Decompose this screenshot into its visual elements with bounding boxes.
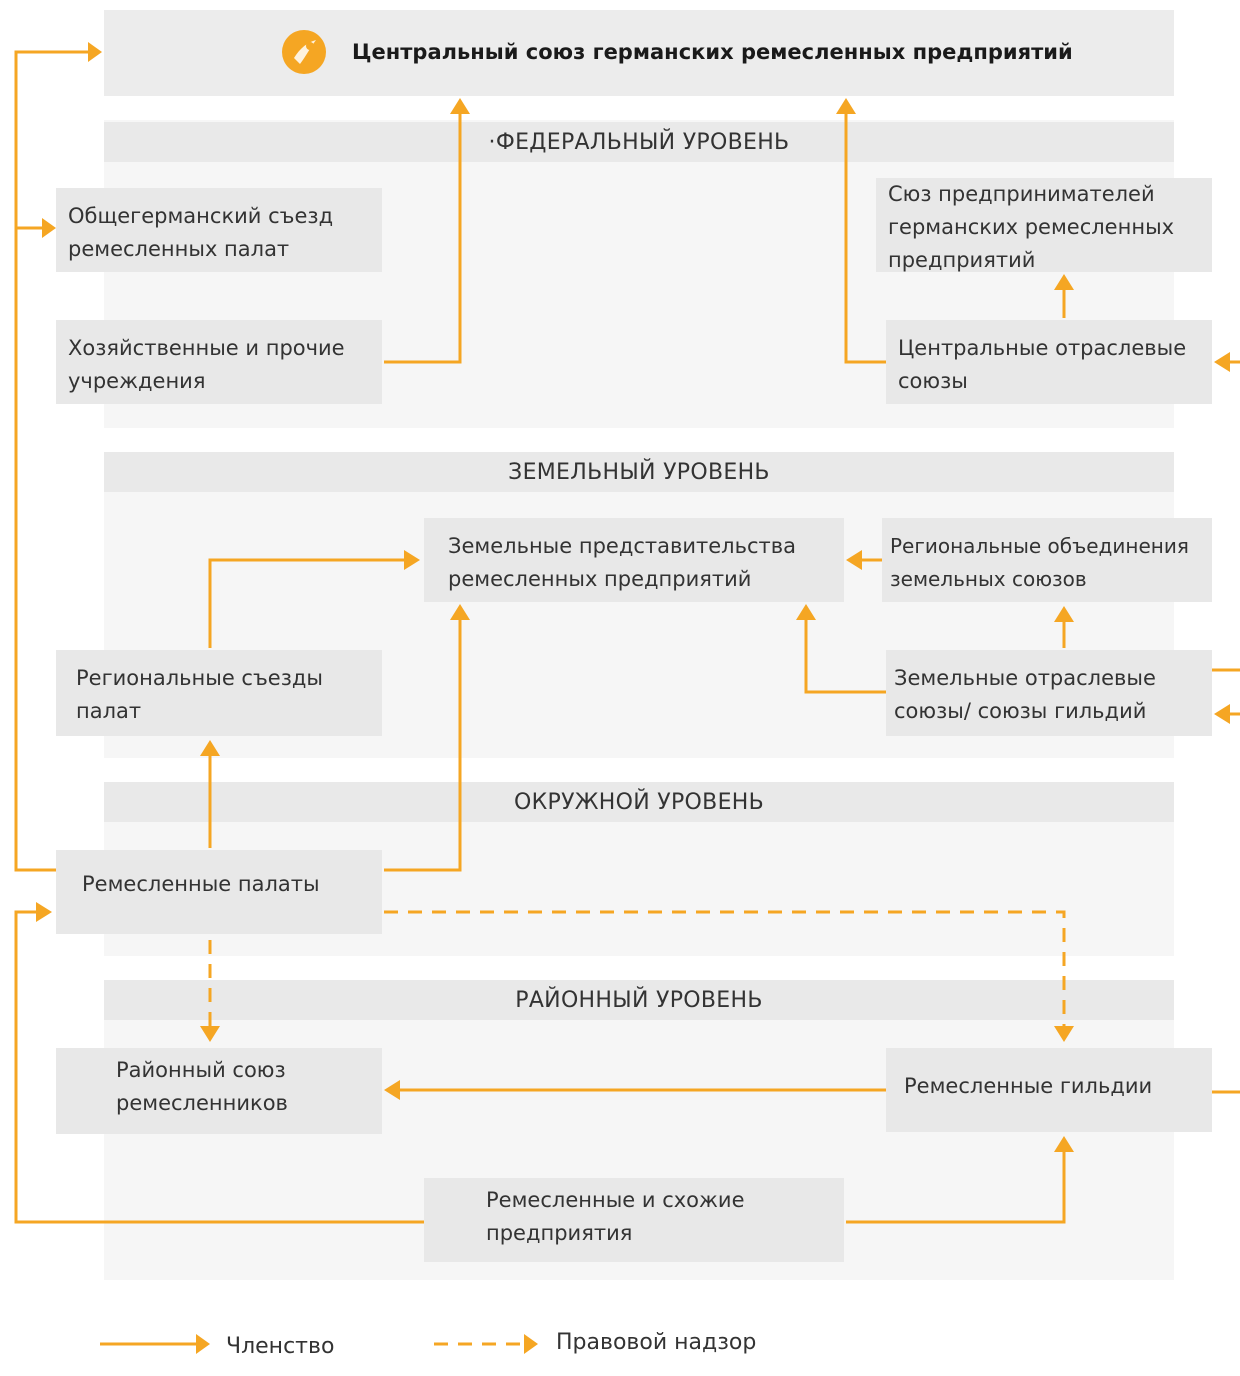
- node-land-branch-unions: Земельные отраслевые союзы/ союзы гильди…: [886, 650, 1212, 736]
- node-enterprises: Ремесленные и схожие предприятия: [424, 1178, 844, 1262]
- orange-circle-logo-icon: [282, 30, 326, 74]
- node-central-branch-unions: Центральные отраслевые союзы: [886, 320, 1212, 404]
- arrow-chambers-to-guilds: [384, 910, 1066, 1030]
- arrow-chambers-to-header: [14, 50, 92, 872]
- node-land-representations: Земельные представительства ремесленных …: [424, 518, 844, 602]
- arrowhead-land-branch-right: [1214, 704, 1230, 724]
- level-land: ЗЕМЕЛЬНЫЙ УРОВЕНЬ: [104, 452, 1174, 492]
- arrowhead-district-union-right: [384, 1080, 400, 1100]
- arrowhead-guilds-top: [1054, 1026, 1074, 1042]
- arrowhead-chambers-left: [36, 902, 52, 922]
- node-regional-congresses: Региональные съезды палат: [56, 650, 382, 736]
- header-title: Центральный союз германских ремесленных …: [352, 40, 1073, 64]
- node-chambers: Ремесленные палаты: [56, 850, 382, 934]
- arrow-chambers-to-land-rep: [384, 616, 462, 872]
- legend-solid-arrowhead: [196, 1334, 210, 1354]
- arrowhead-land-rep-bottom-left: [450, 604, 470, 620]
- arrowhead-header-left: [88, 42, 102, 62]
- legend-supervision: Правовой надзор: [556, 1330, 757, 1355]
- arrow-enterprises-to-chambers: [14, 910, 424, 1224]
- level-regional: РАЙОННЫЙ УРОВЕНЬ: [104, 980, 1174, 1020]
- arrowhead-congress: [42, 218, 56, 238]
- arrowhead-entrepreneurs: [1054, 274, 1074, 290]
- legend-membership: Членство: [226, 1334, 335, 1359]
- arrowhead-land-rep-bottom: [796, 604, 816, 620]
- arrow-land-branch-to-land-rep: [804, 616, 886, 694]
- node-regional-associations: Региональные объединения земельных союзо…: [882, 518, 1212, 602]
- node-economic-institutions: Хозяйственные и прочие учреждения: [56, 320, 382, 404]
- arrow-economic-to-header: [384, 110, 462, 364]
- node-all-german-congress: Общегерманский съезд ремесленных палат: [56, 188, 382, 272]
- arrowhead-district-union-top: [200, 1026, 220, 1042]
- arrowhead-land-rep-right: [846, 550, 862, 570]
- legend-dashed-arrowhead: [524, 1334, 538, 1354]
- level-federal: ·ФЕДЕРАЛЬНЫЙ УРОВЕНЬ: [104, 122, 1174, 162]
- arrow-central-to-header: [844, 110, 886, 364]
- arrowhead-guilds-bottom: [1054, 1136, 1074, 1152]
- arrowhead-header-mid-left: [450, 98, 470, 114]
- arrowhead-header-mid-right: [836, 98, 856, 114]
- arrow-enterprises-to-guilds: [846, 1148, 1066, 1224]
- node-entrepreneurs-union: Сюз предпринимателей германских ремеслен…: [876, 178, 1212, 272]
- arrow-regional-congress-to-land-rep: [208, 558, 408, 648]
- node-guilds: Ремесленные гильдии: [886, 1048, 1212, 1132]
- level-district: ОКРУЖНОЙ УРОВЕНЬ: [104, 782, 1174, 822]
- arrowhead-land-rep-left: [404, 550, 420, 570]
- arrowhead-regional-assoc: [1054, 606, 1074, 622]
- arrowhead-central-right: [1214, 352, 1230, 372]
- node-district-union: Районный союз ремесленников: [56, 1048, 382, 1134]
- arrowhead-regional-congress: [200, 740, 220, 756]
